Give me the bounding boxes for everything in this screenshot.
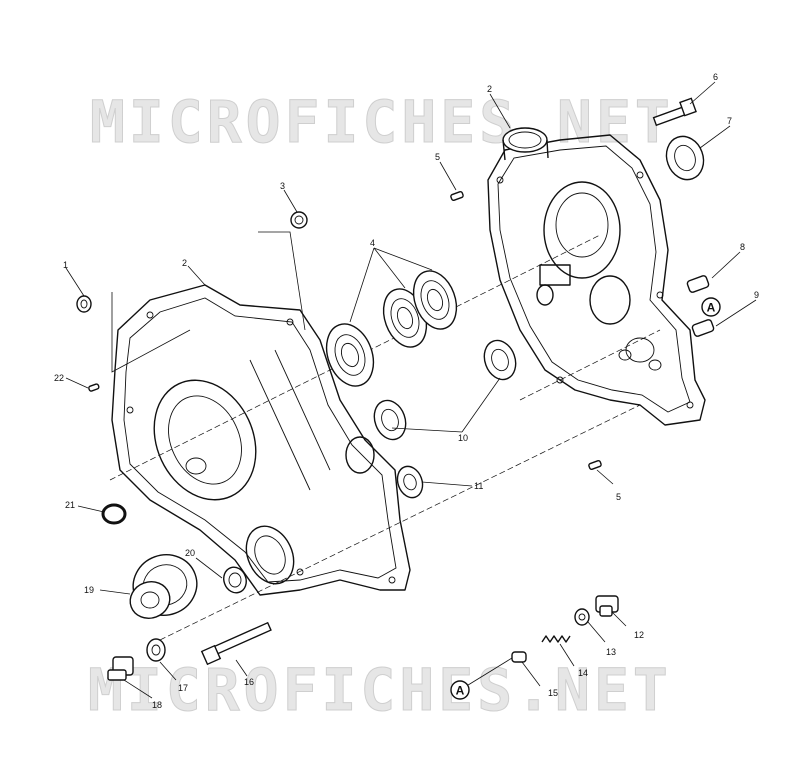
callout-8: 8: [740, 242, 745, 252]
fitting-8: [686, 275, 710, 293]
callout-10: 10: [458, 433, 468, 443]
callout-14: 14: [578, 668, 588, 678]
callout-21: 21: [65, 500, 75, 510]
watermark-top: MICROFICHES.NET: [90, 88, 674, 156]
svg-text:A: A: [456, 684, 465, 698]
callout-22: 22: [54, 373, 64, 383]
svg-text:A: A: [707, 301, 716, 315]
seal-20: [223, 566, 247, 594]
callout-16: 16: [244, 677, 254, 687]
bearing-10-left: [373, 399, 407, 441]
callout-numbers: 1 2 2 3 4 5 5 6 7 8 9 10 11 12 13 14 15 …: [54, 72, 759, 710]
callout-19: 19: [84, 585, 94, 595]
callout-13: 13: [606, 647, 616, 657]
oil-seal-7: [665, 135, 705, 181]
callout-7: 7: [727, 116, 732, 126]
washer-17: [146, 638, 166, 662]
plug-12: [595, 595, 619, 617]
callout-5-bottom: 5: [616, 492, 621, 502]
callout-17: 17: [178, 683, 188, 693]
bearing-11: [396, 465, 424, 499]
callout-4: 4: [370, 238, 375, 248]
plunger-15: [511, 651, 527, 663]
pin-22: [88, 383, 100, 392]
spring-14: [541, 635, 571, 643]
bearing-10-right: [483, 339, 517, 381]
reference-mark-a-top: A: [701, 297, 721, 317]
callout-9: 9: [754, 290, 759, 300]
callout-15: 15: [548, 688, 558, 698]
dowel-1: [76, 295, 92, 313]
pin-5-top: [450, 190, 464, 202]
callout-1: 1: [63, 260, 68, 270]
callout-11: 11: [474, 481, 483, 491]
callout-2-right: 2: [487, 84, 492, 94]
dowel-3: [290, 211, 308, 229]
right-crankcase-half: [487, 127, 706, 426]
bearing-4-right: [412, 270, 458, 330]
callout-2-left: 2: [182, 258, 187, 268]
reference-mark-a-bottom: A: [450, 680, 470, 700]
o-ring-21: [101, 503, 127, 525]
drain-plug-18: [107, 656, 134, 681]
pin-5-bottom: [588, 459, 602, 471]
bolt-16: [200, 621, 272, 666]
callout-5-top: 5: [435, 152, 440, 162]
leader-lines: [65, 81, 757, 699]
callout-20: 20: [185, 548, 195, 558]
fitting-9: [691, 319, 715, 337]
callout-18: 18: [152, 700, 162, 710]
callout-3: 3: [280, 181, 285, 191]
pulley-19: [129, 554, 198, 619]
washer-13: [574, 608, 590, 626]
left-crankcase-half: [111, 284, 411, 596]
bearing-4-left: [325, 323, 375, 387]
watermark-bottom: MICROFICHES.NET: [88, 656, 672, 724]
callout-12: 12: [634, 630, 644, 640]
callout-6: 6: [713, 72, 718, 82]
